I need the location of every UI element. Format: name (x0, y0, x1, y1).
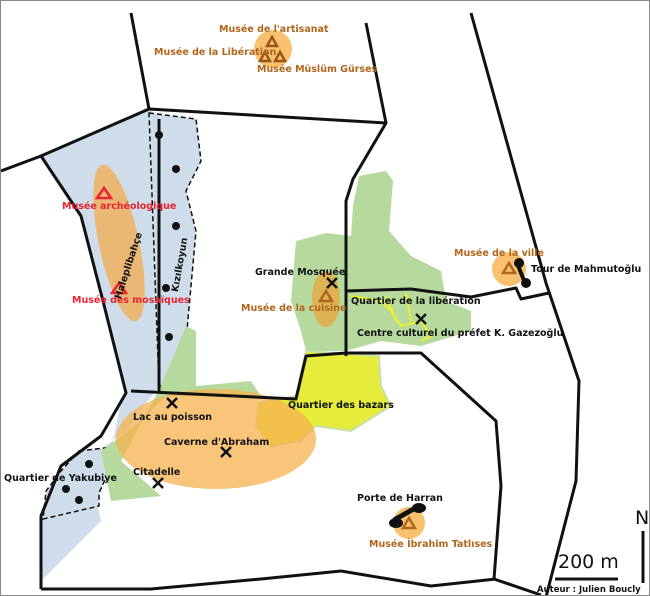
label-tour-mahmutoglu: Tour de Mahmutoğlu (531, 264, 642, 275)
scale-label: 200 m (558, 551, 619, 573)
zone-orange-citadel (116, 389, 316, 489)
label-musee-cuisine: Musée de la cuisine (241, 303, 347, 314)
label-lac-poisson: Lac au poisson (133, 412, 213, 423)
museum-triangles (94, 34, 518, 530)
label-quartier-bazars: Quartier des bazars (288, 400, 394, 411)
label-citadelle: Citadelle (133, 467, 181, 478)
label-quartier-liberation: Quartier de la libération (351, 296, 481, 307)
site-crosses (152, 277, 427, 489)
label-quartier-yakubiye: Quartier de Yakubiye (4, 473, 117, 484)
label-musee-artisanat: Musée de l'artisanat (219, 24, 329, 35)
tower-icons (389, 258, 531, 528)
zone-liberation-streets (350, 292, 433, 342)
label-centre-culturel: Centre culturel du préfet K. Gazezoğlu (357, 328, 564, 339)
label-musee-gurses: Musée Müslüm Gürses (257, 64, 378, 75)
author-credit: Auteur : Julien Boucly (537, 585, 641, 595)
label-musee-ville: Musée de la ville (454, 248, 544, 259)
label-musee-mosaiques: Musée des mosaïques (72, 295, 190, 306)
label-porte-harran: Porte de Harran (357, 493, 443, 504)
label-musee-liberation: Musée de la Libération (154, 47, 277, 58)
district-dots (62, 131, 180, 504)
label-caverne-abraham: Caverne d'Abraham (164, 437, 270, 448)
zone-green-north (291, 171, 471, 351)
roads (1, 12, 581, 595)
zone-green-south (101, 326, 261, 501)
label-musee-tatlises: Musée İbrahim Tatlıses (369, 539, 493, 550)
zone-orange-haleplibahce (93, 164, 145, 322)
label-grande-mosquee: Grande Mosquée (255, 267, 346, 278)
label-musee-archeologique: Musée archéologique (62, 201, 177, 212)
north-label: N (635, 507, 650, 529)
